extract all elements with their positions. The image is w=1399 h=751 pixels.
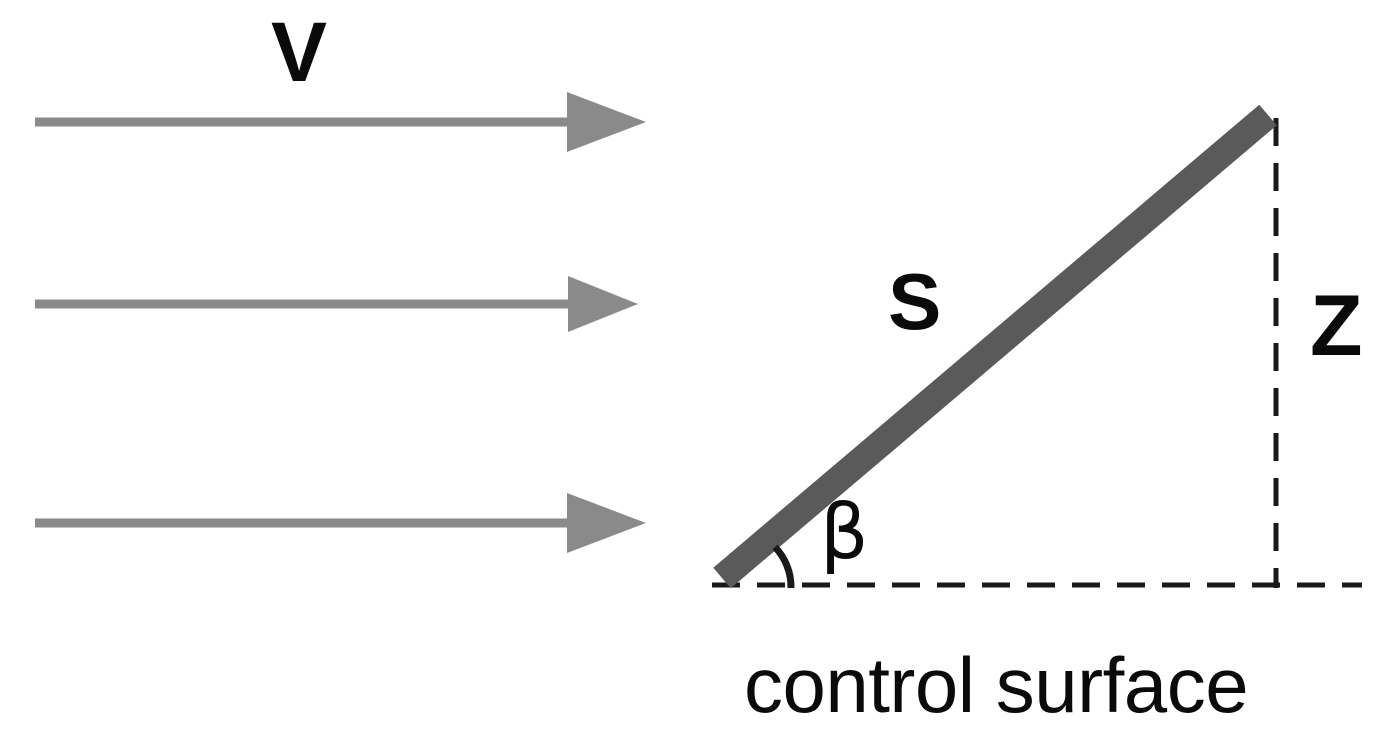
flow-arrow-top-shaft	[35, 117, 567, 127]
flow-arrow-middle-shaft	[35, 299, 568, 309]
flow-arrow-middle-head	[568, 276, 638, 332]
flow-arrow-bottom	[35, 493, 646, 553]
surface-label: S	[888, 257, 942, 346]
flow-arrow-top	[35, 92, 646, 152]
dashed-line-group	[712, 118, 1362, 588]
velocity-label: V	[271, 5, 327, 99]
flow-arrow-group	[35, 92, 646, 553]
height-label: Z	[1310, 278, 1363, 374]
flow-arrow-top-head	[567, 92, 646, 152]
inclined-surface-bar-body	[713, 104, 1277, 589]
flow-arrow-bottom-head	[567, 493, 646, 553]
flow-arrow-bottom-shaft	[35, 518, 567, 528]
flow-arrow-middle	[35, 276, 638, 332]
beta-angle-arc	[772, 544, 795, 589]
beta-angle-label: β	[820, 487, 869, 576]
inclined-control-surface-bar	[713, 104, 1277, 589]
control-surface-caption: control surface	[744, 641, 1249, 729]
